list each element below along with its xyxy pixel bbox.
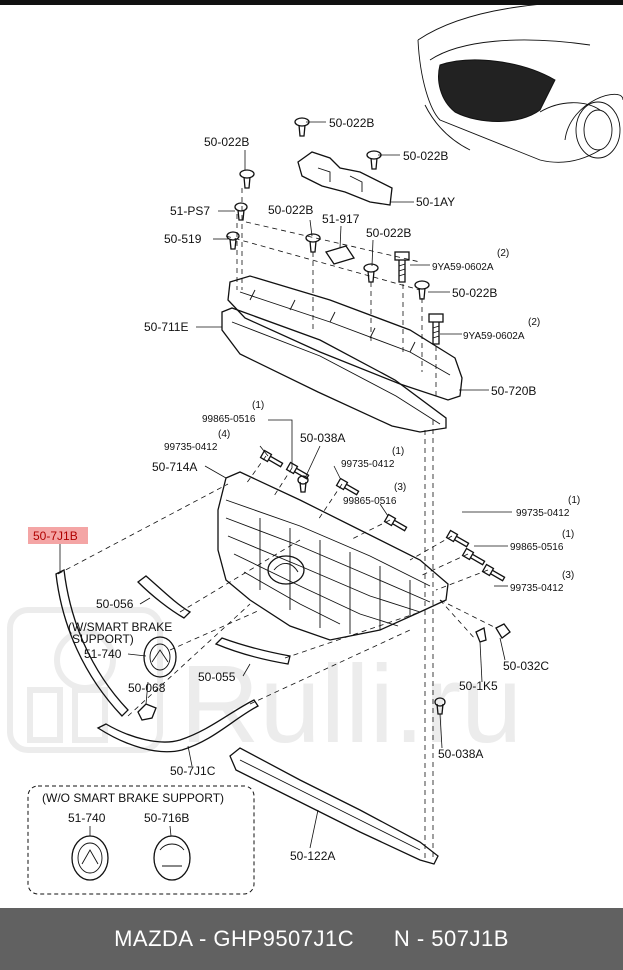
label-50-022B-e: 50-022B [366, 226, 411, 240]
label-99865-a: 99865-0516 [202, 414, 256, 425]
label-50-711E: 50-711E [144, 320, 188, 334]
clip-icon-h [414, 280, 430, 300]
label-50-122A: 50-122A [290, 849, 335, 863]
label-50-7J1B: 50-7J1B [33, 529, 78, 543]
screw-icons [259, 449, 506, 582]
label-50-056: 50-056 [96, 597, 134, 611]
label-99735-a: 99735-0412 [164, 442, 218, 453]
label-50-038A-b: 50-038A [438, 747, 483, 761]
label-51-740-a: 51-740 [84, 647, 122, 661]
inset-without-smart-brake [27, 785, 255, 895]
bracket-50-1AY [297, 151, 393, 206]
clip-50-032C [495, 623, 511, 639]
label-50-022B-f: 50-022B [452, 286, 497, 300]
label-wsbs-1: (W/SMART BRAKE [68, 620, 172, 634]
car-front-illustration [417, 1, 623, 163]
label-51-917: 51-917 [322, 212, 360, 226]
label-50-022B-a: 50-022B [329, 116, 374, 130]
label-wsbs-2: SUPPORT) [72, 632, 134, 646]
label-9YA59-a-qty: (2) [497, 248, 509, 259]
molding-50-7J1B [55, 569, 129, 717]
clip-icon-g [363, 263, 379, 283]
label-wosbs: (W/O SMART BRAKE SUPPORT) [42, 791, 224, 805]
emblem-51-740-a [143, 636, 177, 678]
label-99735-a-qty: (4) [218, 429, 230, 440]
label-50-1K5: 50-1K5 [459, 679, 498, 693]
label-9YA59-b-qty: (2) [528, 317, 540, 328]
label-99735-b: 99735-0412 [341, 459, 395, 470]
clip-50-1K5 [475, 627, 487, 643]
clip-icon-c [239, 169, 255, 189]
clip-icon-b [366, 150, 382, 170]
tape-icon-51-917 [324, 245, 356, 265]
label-51-PS7: 51-PS7 [170, 204, 210, 218]
assembly-lines [57, 188, 497, 860]
label-99865-a-qty: (1) [252, 400, 264, 411]
grille-50-714A [217, 471, 449, 641]
leader-lines [59, 121, 512, 849]
highlight-box [28, 527, 88, 544]
watermark-text: Rulli.ru [180, 643, 522, 766]
strip-50-056 [137, 575, 192, 619]
label-99865-c: 99865-0516 [510, 542, 564, 553]
label-50-1AY: 50-1AY [416, 195, 455, 209]
clip-icon-a [294, 117, 310, 137]
footer-number: N - 507J1B [393, 926, 509, 951]
label-50-716B: 50-716B [144, 811, 189, 825]
footer-brand: MAZDA - GHP9507J1C [114, 926, 355, 951]
top-border [0, 0, 623, 5]
label-99735-d-qty: (3) [562, 570, 574, 581]
strip-50-055 [214, 637, 291, 665]
label-99735-b-qty: (1) [392, 446, 404, 457]
bracket-50-122A [229, 747, 439, 865]
clip-icons [226, 117, 444, 345]
label-50-714A: 50-714A [152, 460, 197, 474]
label-99735-c-qty: (1) [568, 495, 580, 506]
label-99735-c: 99735-0412 [516, 508, 570, 519]
footer-bar: MAZDA - GHP9507J1C N - 507J1B [0, 908, 623, 970]
watermark-car-icon [7, 607, 163, 753]
label-99735-d: 99735-0412 [510, 583, 564, 594]
label-50-038A-a: 50-038A [300, 431, 345, 445]
label-50-022B-d: 50-022B [268, 203, 313, 217]
bolt-icon-b [428, 313, 444, 345]
label-99865-c-qty: (1) [562, 529, 574, 540]
label-50-720B: 50-720B [491, 384, 536, 398]
parts-diagram: Rulli.ru [7, 1, 623, 895]
label-50-032C: 50-032C [503, 659, 549, 673]
label-99865-b-qty: (3) [394, 482, 406, 493]
garnish-50-711E [221, 307, 447, 433]
label-50-519: 50-519 [164, 232, 202, 246]
label-50-022B-c: 50-022B [204, 135, 249, 149]
footer-spacer [354, 926, 394, 952]
label-50-7J1C: 50-7J1C [170, 764, 216, 778]
label-50-055: 50-055 [198, 670, 236, 684]
label-9YA59-a: 9YA59-0602A [432, 262, 494, 273]
label-50-068: 50-068 [128, 681, 166, 695]
label-51-740-b: 51-740 [68, 811, 106, 825]
label-9YA59-b: 9YA59-0602A [463, 331, 525, 342]
bracket-50-068 [137, 703, 157, 721]
label-99865-b: 99865-0516 [343, 496, 397, 507]
watermark: Rulli.ru [7, 607, 522, 766]
molding-50-7J1C [96, 699, 259, 753]
bracket-50-720B [227, 275, 463, 401]
part-labels: 50-022B 50-022B 50-022B 50-1AY 51-PS7 50… [28, 116, 580, 863]
clip-icon-f [305, 233, 321, 253]
bolt-icon-a [394, 251, 410, 283]
clip-icon-d [234, 202, 248, 221]
label-50-022B-b: 50-022B [403, 149, 448, 163]
